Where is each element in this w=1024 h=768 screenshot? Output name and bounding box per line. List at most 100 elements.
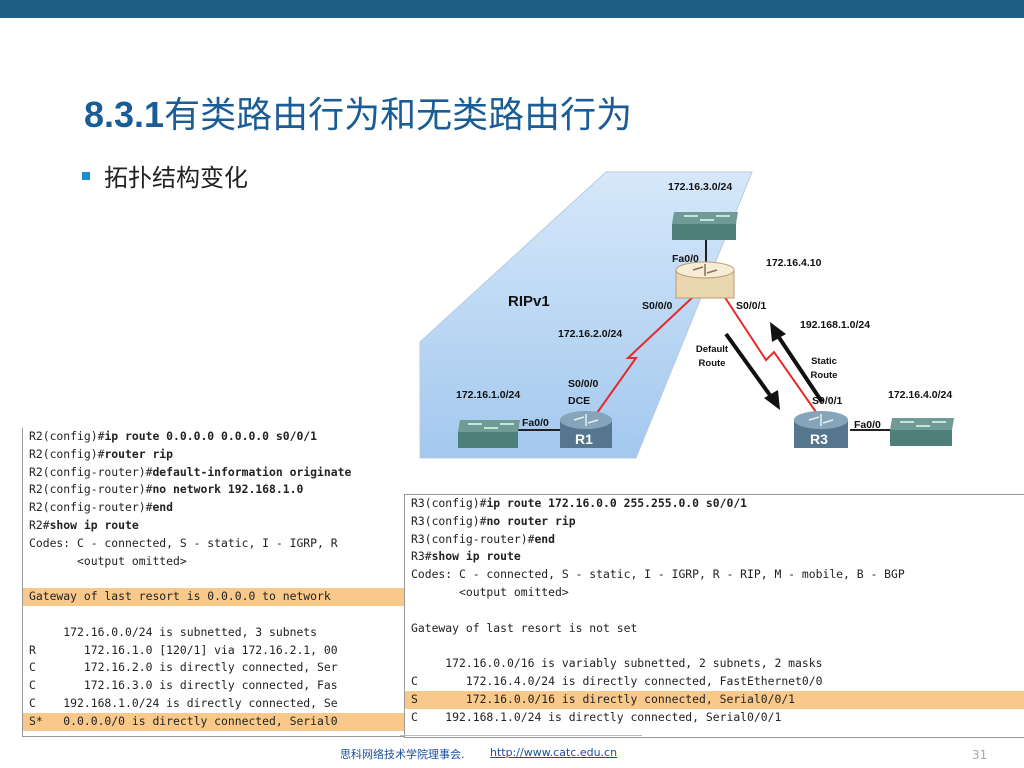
cli-line: S 172.16.0.0/16 is directly connected, S…: [405, 690, 1024, 709]
serial-link-r1-r2: [591, 295, 695, 421]
cli-command: default-information originate: [152, 464, 352, 479]
cli-line: <output omitted>: [23, 553, 407, 571]
r2-fa00-label: Fa0/0: [672, 253, 699, 265]
cli-prompt: 172.16.0.0/24 is subnetted, 3 subnets: [29, 624, 318, 639]
top-banner: [0, 0, 1024, 18]
net-r2-lan-label: 172.16.3.0/24: [668, 181, 732, 193]
ripv1-area: [419, 171, 753, 459]
cli-prompt: C 172.16.3.0 is directly connected, Fas: [29, 678, 338, 693]
cli-line: R3(config)#no router rip: [405, 513, 1024, 531]
bullet-item: 拓扑结构变化: [82, 158, 248, 193]
r1-dce-label: DCE: [568, 395, 590, 407]
cli-line: 172.16.0.0/24 is subnetted, 3 subnets: [23, 624, 407, 642]
cli-line: [23, 606, 407, 624]
cli-line: Gateway of last resort is not set: [405, 620, 1024, 638]
cli-line: Codes: C - connected, S - static, I - IG…: [405, 566, 1024, 584]
cli-prompt: R3(config)#: [411, 513, 487, 528]
bullet-text: 拓扑结构变化: [104, 164, 248, 192]
cli-prompt: R2#: [29, 517, 50, 532]
switch-r1-lan: [458, 420, 520, 448]
cli-line: R2#show ip route: [23, 517, 407, 535]
router-r1: [560, 411, 612, 448]
cli-prompt: R3(config-router)#: [411, 531, 535, 546]
cli-prompt: C 172.16.4.0/24 is directly connected, F…: [411, 673, 823, 688]
r2-s000-label: S0/0/0: [642, 300, 673, 312]
cli-prompt: C 172.16.2.0 is directly connected, Ser: [29, 660, 338, 675]
cli-line: R2(config)#router rip: [23, 446, 407, 464]
cli-line: R2(config-router)#default-information or…: [23, 464, 407, 482]
static-route-arrow: [776, 334, 824, 404]
footer-divider: [400, 735, 642, 736]
cli-line: [405, 637, 1024, 655]
cli-line: C 192.168.1.0/24 is directly connected, …: [23, 695, 407, 713]
cli-prompt: C 192.168.1.0/24 is directly connected, …: [29, 695, 338, 710]
cli-line: Gateway of last resort is 0.0.0.0 to net…: [23, 588, 407, 606]
cli-command: ip route 0.0.0.0 0.0.0.0 s0/0/1: [104, 429, 318, 443]
cli-prompt: S 172.16.0.0/16 is directly connected, S…: [411, 691, 796, 706]
r1-fa00-label: Fa0/0: [522, 417, 549, 429]
cli-command: no network 192.168.1.0: [152, 482, 304, 497]
static-route-line1: Static: [811, 356, 837, 367]
default-route-arrow: [724, 332, 774, 400]
cli-command: ip route 172.16.0.0 255.255.0.0 s0/0/1: [486, 496, 748, 510]
cli-line: R2(config-router)#end: [23, 499, 407, 517]
cli-line: C 172.16.3.0 is directly connected, Fas: [23, 677, 407, 695]
cli-line: Codes: C - connected, S - static, I - IG…: [23, 535, 407, 553]
title-number: 8.3.1: [84, 94, 165, 135]
r3-s001-label: S0/0/1: [812, 395, 843, 407]
cli-line: R 172.16.1.0 [120/1] via 172.16.2.1, 00: [23, 642, 407, 660]
cli-prompt: R2(config-router)#: [29, 500, 153, 515]
title-text: 有类路由行为和无类路由行为: [164, 95, 633, 136]
r3-fa00-label: Fa0/0: [854, 419, 881, 431]
cli-line: <output omitted>: [405, 584, 1024, 602]
cli-command: router rip: [104, 446, 174, 461]
r1-s000-label: S0/0/0: [568, 378, 599, 390]
cli-prompt: C 192.168.1.0/24 is directly connected, …: [411, 709, 782, 724]
cli-line: 172.16.0.0/16 is variably subnetted, 2 s…: [405, 655, 1024, 673]
cli-prompt: Codes: C - connected, S - static, I - IG…: [29, 535, 338, 550]
cli-line: R3#show ip route: [405, 548, 1024, 566]
cli-prompt: R3#: [411, 549, 432, 564]
cli-prompt: Gateway of last resort is 0.0.0.0 to net…: [29, 589, 331, 604]
cli-command: no router rip: [486, 513, 576, 528]
cli-output-r3: R3(config)#ip route 172.16.0.0 255.255.0…: [404, 494, 1024, 738]
switch-r3-lan: [890, 418, 954, 446]
cli-prompt: R3(config)#: [411, 496, 487, 510]
router-r3: [794, 411, 848, 448]
footer-url-link[interactable]: http://www.catc.edu.cn: [490, 746, 618, 759]
net-r1-lan-label: 172.16.1.0/24: [456, 389, 520, 401]
cli-command: show ip route: [49, 517, 139, 532]
footer-org: 思科网络技术学院理事会.: [340, 748, 465, 761]
static-route-line2: Route: [811, 370, 838, 381]
r1-name: R1: [575, 431, 593, 447]
r2-ip-label: 172.16.4.10: [766, 257, 822, 269]
page-number: 31: [972, 748, 988, 762]
cli-line: S* 0.0.0.0/0 is directly connected, Seri…: [23, 712, 407, 731]
cli-line: C 192.168.1.0/24 is directly connected, …: [405, 709, 1024, 727]
cli-line: C 172.16.4.0/24 is directly connected, F…: [405, 673, 1024, 691]
cli-line: R3(config-router)#end: [405, 531, 1024, 549]
cli-prompt: R2(config-router)#: [29, 464, 153, 479]
net-r3-lan-label: 172.16.4.0/24: [888, 389, 952, 401]
cli-prompt: <output omitted>: [29, 553, 187, 568]
bullet-square-icon: [82, 172, 90, 180]
cli-line: R2(config)#ip route 0.0.0.0 0.0.0.0 s0/0…: [23, 428, 407, 446]
cli-prompt: <output omitted>: [411, 584, 569, 599]
slide-title: 8.3.1有类路由行为和无类路由行为: [84, 86, 632, 138]
default-route-line2: Route: [699, 358, 726, 369]
cli-prompt: R2(config-router)#: [29, 482, 153, 497]
cli-prompt: Codes: C - connected, S - static, I - IG…: [411, 567, 905, 582]
cli-prompt: Gateway of last resort is not set: [411, 620, 638, 635]
cli-line: [405, 602, 1024, 620]
switch-r2-lan: [672, 212, 738, 240]
ripv1-label: RIPv1: [508, 293, 550, 310]
cli-command: end: [152, 500, 174, 515]
cli-prompt: R2(config)#: [29, 446, 105, 461]
cli-prompt: R 172.16.1.0 [120/1] via 172.16.2.1, 00: [29, 642, 338, 657]
net-r1-r2-label: 172.16.2.0/24: [558, 328, 622, 340]
static-route-arrowhead: [770, 322, 786, 342]
cli-prompt: R2(config)#: [29, 429, 105, 443]
